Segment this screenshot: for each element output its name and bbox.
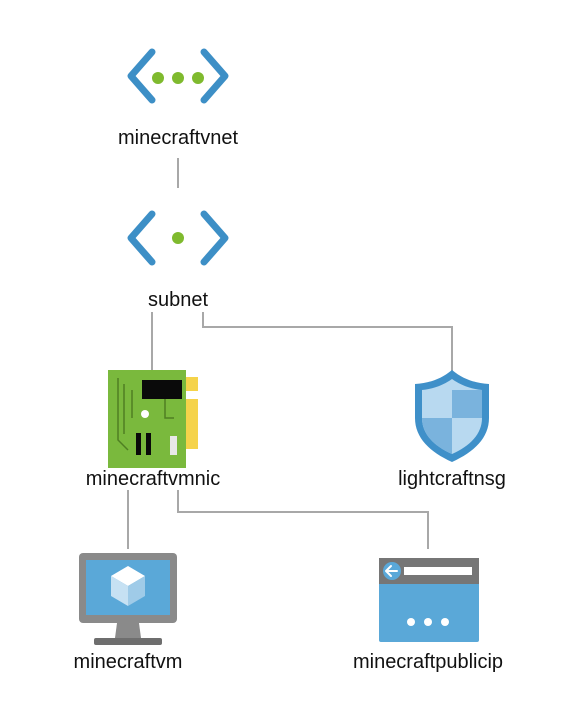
connector-nic-publicip <box>177 490 429 549</box>
network-interface-icon[interactable] <box>108 370 198 468</box>
node-label-vm: minecraftvm <box>73 651 183 673</box>
virtual-network-icon[interactable] <box>127 48 229 104</box>
node-label-subnet: subnet <box>147 289 209 311</box>
connectors <box>127 158 453 549</box>
node-label-vnet: minecraftvnet <box>117 127 239 149</box>
subnet-icon[interactable] <box>127 210 229 266</box>
virtual-machine-icon[interactable] <box>79 553 177 645</box>
node-label-publicip: minecraftpublicip <box>352 651 504 673</box>
connector-subnet-nsg <box>202 312 453 372</box>
node-label-nic: minecraftvmnic <box>85 468 221 490</box>
node-label-nsg: lightcraftnsg <box>398 468 506 490</box>
public-ip-icon[interactable] <box>379 558 479 642</box>
network-security-group-icon[interactable] <box>415 370 489 462</box>
